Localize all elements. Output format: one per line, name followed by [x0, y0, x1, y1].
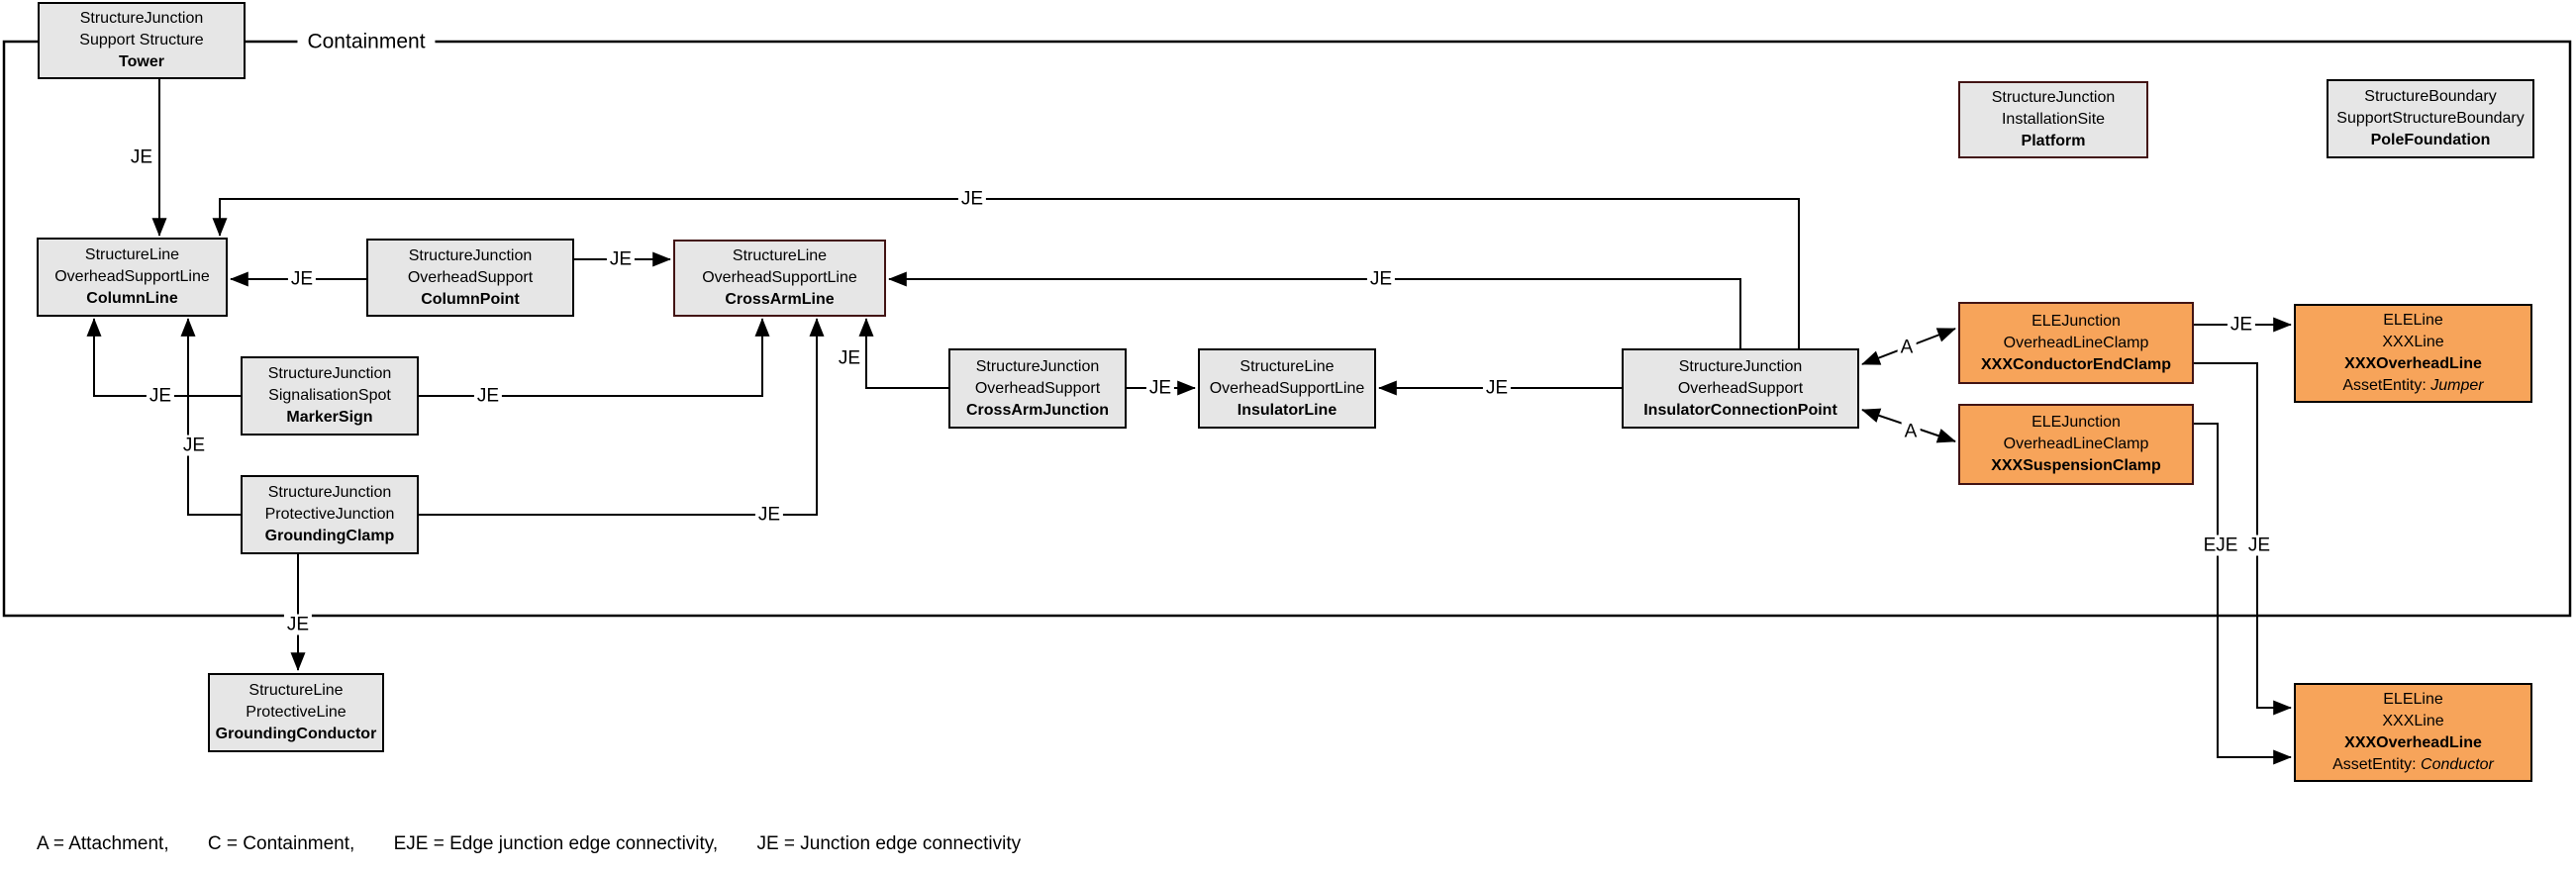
containment-boundary: [2, 40, 2572, 618]
node-class-line: OverheadSupport: [974, 379, 1101, 397]
node-xxx-suspension-clamp[interactable]: ELEJunction OverheadLineClamp XXXSuspens…: [1958, 404, 2194, 485]
node-platform[interactable]: StructureJunction InstallationSite Platf…: [1958, 81, 2148, 158]
node-class-line: ELEJunction: [2031, 312, 2121, 330]
edge-markersign-crossarmline: [419, 318, 770, 397]
node-class-line: OverheadSupport: [407, 268, 534, 286]
edge-label-je: JE: [179, 435, 209, 456]
edge-icp-columnline: [212, 198, 1800, 348]
node-class-line: OverheadSupport: [1677, 379, 1804, 397]
node-name: GroundingConductor: [215, 726, 377, 742]
node-name: InsulatorLine: [1237, 401, 1338, 419]
node-class-line: StructureJunction: [975, 357, 1100, 375]
edge-label-je: JE: [2244, 534, 2274, 556]
node-class-line: InstallationSite: [2001, 111, 2106, 128]
node-name: GroundingClamp: [264, 528, 395, 544]
node-class-line: StructureJunction: [1991, 89, 2116, 106]
node-name: Platform: [2021, 133, 2086, 149]
edge-label-je: JE: [146, 385, 175, 407]
node-class-line: StructureLine: [84, 246, 180, 263]
node-asset-entity: AssetEntity: Jumper: [2342, 377, 2484, 394]
edge-label-je: JE: [1482, 377, 1512, 399]
edge-groundingclamp-columnline: [180, 318, 241, 516]
node-class-line: StructureJunction: [408, 246, 533, 264]
node-grounding-conductor[interactable]: StructureLine ProtectiveLine GroundingCo…: [208, 673, 384, 752]
node-cross-arm-junction[interactable]: StructureJunction OverheadSupport CrossA…: [948, 348, 1127, 429]
node-class-line: OverheadSupportLine: [1209, 379, 1365, 397]
edge-label-je: JE: [1145, 377, 1175, 399]
legend: A = Attachment, C = Containment, EJE = E…: [37, 833, 1054, 855]
node-class-line: StructureJunction: [267, 365, 392, 382]
node-class-line: ProtectiveLine: [246, 704, 347, 721]
edge-label-je: JE: [283, 614, 313, 635]
node-name: XXXConductorEndClamp: [1980, 355, 2171, 373]
edge-label-je: JE: [473, 385, 503, 407]
node-class-line: StructureJunction: [79, 10, 204, 27]
node-class-line: ProtectiveJunction: [264, 506, 395, 523]
edge-label-attachment: A: [1901, 421, 1921, 442]
edge-markersign-columnline: [86, 318, 241, 397]
node-name: Tower: [119, 53, 164, 70]
edge-label-attachment: A: [1897, 337, 1917, 358]
node-class-line: SupportStructureBoundary: [2336, 110, 2525, 127]
node-asset-entity: AssetEntity: Conductor: [2332, 756, 2494, 773]
containment-boundary-label: Containment: [297, 31, 436, 52]
node-class-line: Support Structure: [79, 32, 204, 48]
legend-item-attachment: A = Attachment,: [37, 833, 169, 854]
node-class-line: XXXLine: [2382, 713, 2444, 729]
edge-label-je: JE: [835, 347, 864, 369]
edge-groundingclamp-crossarmline: [419, 318, 825, 516]
node-class-line: StructureBoundary: [2364, 88, 2497, 105]
node-class-line: OverheadSupportLine: [54, 268, 210, 285]
node-name: XXXOverheadLine: [2344, 355, 2482, 372]
edge-crossarmjunction-crossarmline: [858, 318, 948, 389]
node-class-line: OverheadLineClamp: [2003, 334, 2149, 351]
node-name: XXXSuspensionClamp: [1991, 457, 2161, 474]
node-name: InsulatorConnectionPoint: [1643, 401, 1837, 419]
node-xxx-overhead-line-jumper[interactable]: ELELine XXXLine XXXOverheadLine AssetEnt…: [2294, 304, 2532, 403]
node-name: ColumnPoint: [421, 290, 520, 308]
node-column-point[interactable]: StructureJunction OverheadSupport Column…: [366, 239, 574, 317]
node-xxx-overhead-line-conductor[interactable]: ELELine XXXLine XXXOverheadLine AssetEnt…: [2294, 683, 2532, 782]
node-cross-arm-line[interactable]: StructureLine OverheadSupportLine CrossA…: [673, 240, 886, 317]
node-insulator-connection-point[interactable]: StructureJunction OverheadSupport Insula…: [1622, 348, 1859, 429]
node-tower[interactable]: StructureJunction Support Structure Towe…: [38, 2, 246, 79]
legend-item-je: JE = Junction edge connectivity: [756, 833, 1022, 854]
node-class-line: OverheadSupportLine: [702, 269, 857, 286]
node-marker-sign[interactable]: StructureJunction SignalisationSpot Mark…: [241, 356, 419, 436]
edge-label-je: JE: [287, 268, 317, 290]
node-name: CrossArmJunction: [965, 401, 1110, 419]
node-name: MarkerSign: [286, 409, 373, 426]
node-name: CrossArmLine: [725, 291, 835, 308]
node-grounding-clamp[interactable]: StructureJunction ProtectiveJunction Gro…: [241, 475, 419, 554]
edge-label-je: JE: [1366, 268, 1396, 290]
legend-item-containment: C = Containment,: [207, 833, 355, 854]
node-class-line: StructureJunction: [1678, 357, 1803, 375]
node-name: ColumnLine: [86, 290, 178, 307]
legend-item-eje: EJE = Edge junction edge connectivity,: [393, 833, 719, 854]
node-class-line: OverheadLineClamp: [2003, 436, 2149, 452]
edge-label-je: JE: [127, 146, 156, 168]
edge-icp-crossarmline: [888, 271, 1741, 348]
node-xxx-conductor-end-clamp[interactable]: ELEJunction OverheadLineClamp XXXConduct…: [1958, 302, 2194, 384]
edge-label-eje: EJE: [2200, 534, 2241, 556]
node-class-line: XXXLine: [2382, 334, 2444, 350]
node-pole-foundation[interactable]: StructureBoundary SupportStructureBounda…: [2327, 79, 2534, 158]
edge-label-je: JE: [754, 504, 784, 526]
node-insulator-line[interactable]: StructureLine OverheadSupportLine Insula…: [1198, 348, 1376, 429]
node-class-line: ELEJunction: [2031, 414, 2121, 431]
edge-label-je: JE: [2227, 314, 2256, 336]
node-name: XXXOverheadLine: [2344, 734, 2482, 751]
node-class-line: ELELine: [2383, 312, 2443, 329]
node-column-line[interactable]: StructureLine OverheadSupportLine Column…: [37, 238, 228, 317]
node-name: PoleFoundation: [2370, 132, 2491, 148]
node-class-line: ELELine: [2383, 691, 2443, 708]
node-class-line: StructureJunction: [267, 484, 392, 501]
node-class-line: StructureLine: [248, 682, 344, 699]
edge-suspensionclamp-conductor: [2194, 423, 2292, 765]
node-class-line: StructureLine: [732, 247, 828, 264]
edge-label-je: JE: [957, 188, 987, 210]
node-class-line: StructureLine: [1239, 357, 1335, 375]
node-class-line: SignalisationSpot: [268, 387, 391, 404]
edge-label-je: JE: [606, 248, 636, 270]
